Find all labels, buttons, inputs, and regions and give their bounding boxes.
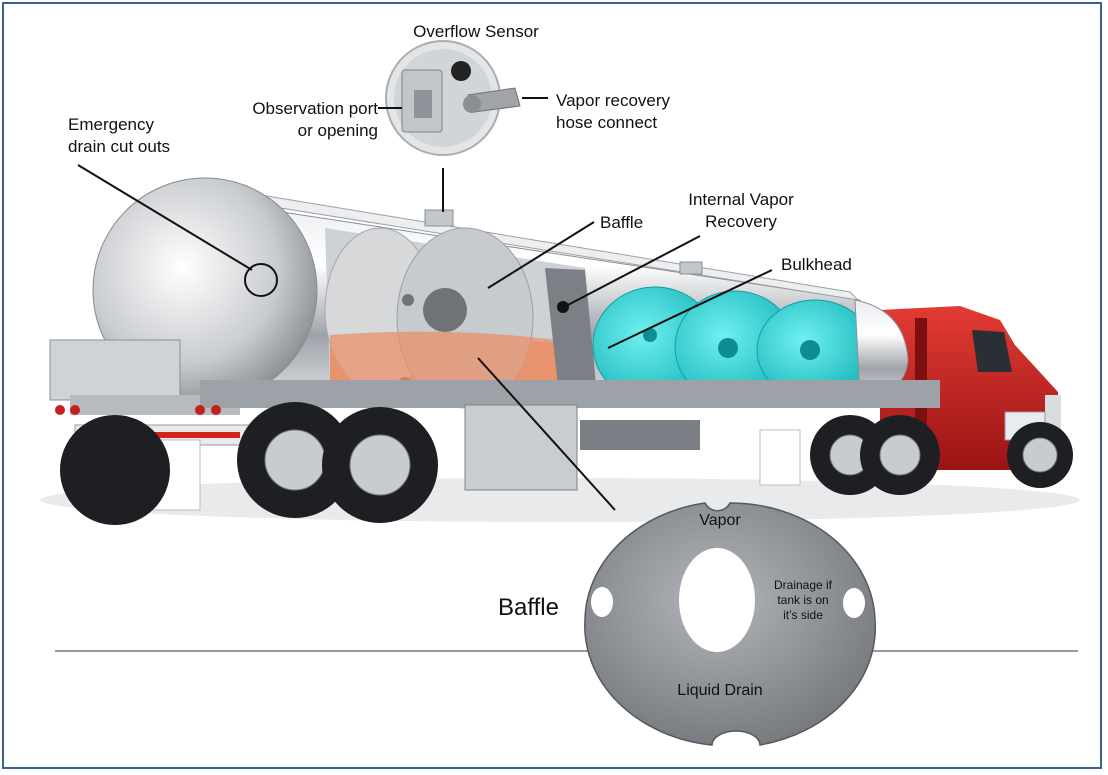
label-drainage: Drainage if tank is on it’s side [773, 578, 833, 622]
teal-compartments [592, 286, 874, 404]
label-overflow-sensor: Overflow Sensor [413, 22, 539, 41]
wheels [60, 402, 1073, 525]
manhole-inset [385, 40, 521, 156]
label-vapor: Vapor [699, 512, 741, 529]
label-liquid-drain: Liquid Drain [677, 682, 763, 699]
label-emergency-drain: Emergency drain cut outs [68, 115, 171, 156]
label-bulkhead: Bulkhead [781, 255, 852, 274]
baffle-disc [584, 502, 877, 746]
label-vapor-recovery-hose: Vapor recovery hose connect [556, 91, 671, 132]
label-observation-port: Observation port or opening [252, 99, 378, 140]
label-baffle: Baffle [600, 213, 644, 232]
label-internal-vapor-recovery: Internal Vapor Recovery [688, 190, 794, 231]
internal-vapor-dot [557, 301, 569, 313]
label-baffle-title: Baffle [498, 594, 559, 621]
tank-cutaway [324, 227, 598, 409]
leader-lines [77, 97, 773, 511]
emergency-drain-marker [244, 263, 278, 297]
